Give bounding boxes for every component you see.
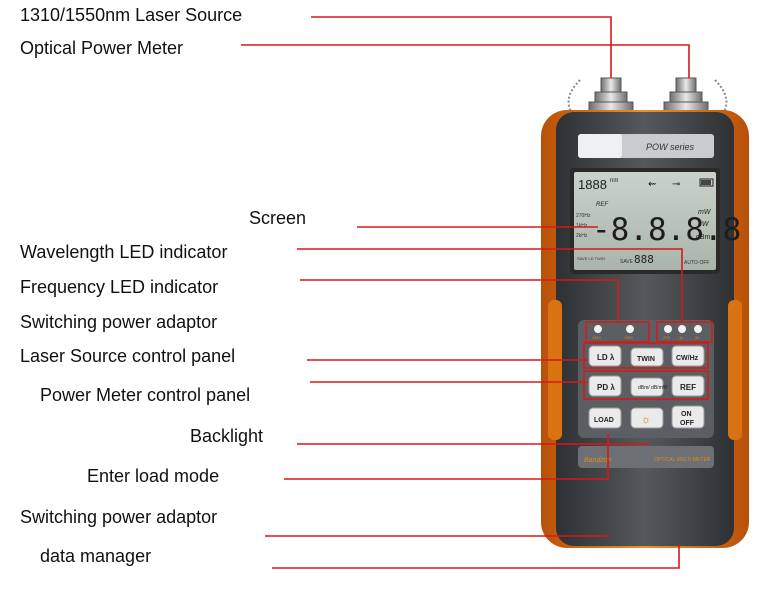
- frequency-leds: [664, 325, 702, 333]
- lcd-unit-mw: mW: [698, 209, 712, 216]
- ref-button-label: REF: [680, 383, 696, 392]
- lcd-wavelength-unit: nm: [610, 178, 618, 184]
- pd-button[interactable]: PD λ: [589, 376, 621, 396]
- lcd-unit-dbm: dBm: [696, 234, 711, 241]
- lcd-auto-off: AUTO-OFF: [684, 260, 709, 266]
- cw-hz-button[interactable]: CW/Hz: [672, 346, 704, 366]
- led-label-270: 270: [663, 335, 670, 340]
- led-270: [664, 325, 672, 333]
- off-label: OFF: [680, 420, 695, 427]
- backlight-button[interactable]: ☼: [631, 408, 663, 428]
- lcd-mem-label: SAVE LD TWIN: [577, 256, 605, 261]
- lcd-save-value: 888: [634, 253, 654, 266]
- lcd-save-label: SAVE: [620, 259, 634, 265]
- led-2k: [694, 325, 702, 333]
- pd-button-label: PD λ: [597, 383, 615, 392]
- led-1k: [678, 325, 686, 333]
- lcd-ref: REF: [596, 202, 608, 208]
- cw-hz-button-label: CW/Hz: [676, 355, 699, 362]
- ld-button-label: LD λ: [597, 353, 615, 362]
- lcd-freq2: 1kHz: [576, 223, 588, 229]
- load-button-label: LOAD: [594, 417, 614, 424]
- lcd-freq1: 270Hz: [576, 213, 591, 219]
- dbm-button-label: dBm/ dB/mW: [638, 385, 668, 391]
- lcd-main-reading: -8.8.8.8: [592, 212, 741, 248]
- led-1310: [594, 325, 602, 333]
- twin-button-label: TWIN: [637, 356, 655, 363]
- twin-button[interactable]: TWIN: [631, 348, 663, 366]
- load-button[interactable]: LOAD: [589, 408, 621, 428]
- plug-icon: ⊸: [672, 179, 680, 190]
- led-label-2k: 2k: [695, 335, 699, 340]
- ld-button[interactable]: LD λ: [589, 346, 621, 366]
- led-1550: [626, 325, 634, 333]
- lcd-unit-uw: uW: [698, 221, 710, 228]
- backlight-icon: ☼: [641, 414, 651, 426]
- lcd-freq3: 2kHz: [576, 233, 588, 239]
- dbm-button[interactable]: dBm/ dB/mW: [631, 378, 668, 396]
- lcd-wavelength: 1888: [578, 177, 607, 192]
- led-label-1550: 1550: [624, 335, 634, 340]
- led-label-1310: 1310: [592, 335, 602, 340]
- on-label: ON: [681, 411, 692, 418]
- led-label-1k: 1k: [679, 335, 683, 340]
- on-off-button[interactable]: ON OFF: [672, 406, 704, 428]
- usb-icon: ⇜: [648, 179, 656, 190]
- series-text: POW series: [646, 142, 695, 152]
- ref-button[interactable]: REF: [672, 376, 704, 396]
- model-text: OPTICAL MULTI-METER: [654, 457, 711, 463]
